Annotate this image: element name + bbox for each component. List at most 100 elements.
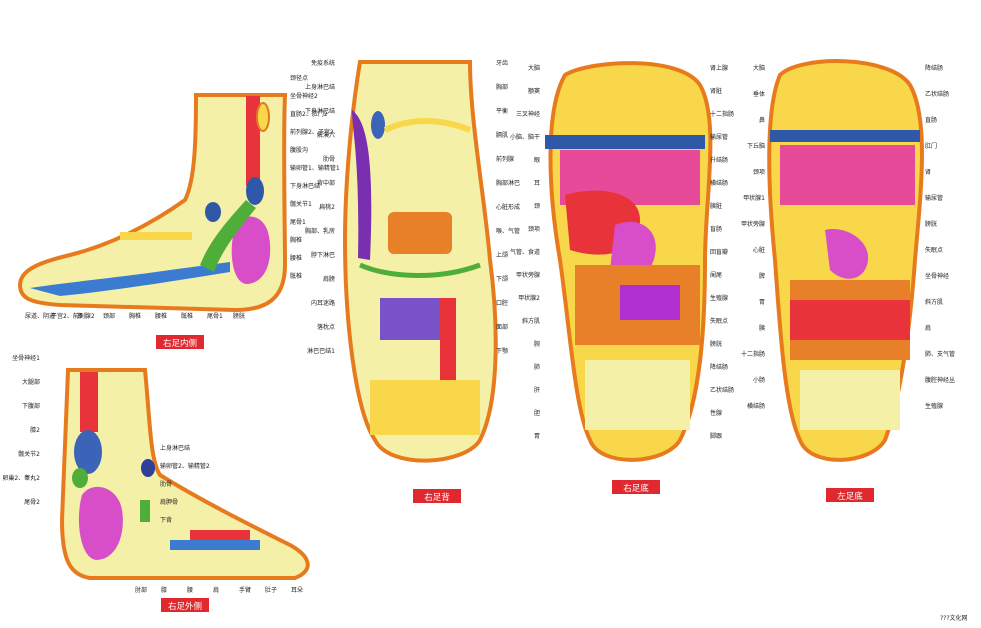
label-right_outer_labels: 肩胛骨 <box>160 498 178 506</box>
label-left_sole_labels: 甲状腺1 <box>743 194 765 202</box>
label-right_outer_labels: 下腹部 <box>22 402 40 410</box>
label-right_sole_labels: 眼 <box>534 157 540 164</box>
shoulder-band <box>770 130 920 142</box>
label-right_sole_labels: 生殖腺 <box>710 294 728 302</box>
label-right_sole_labels: 胃 <box>534 433 540 440</box>
label-right_top_labels: 心脏形成 <box>496 203 520 211</box>
label-left_sole_labels: 坐骨神经 <box>925 272 949 280</box>
label-right_outer_labels: 尾骨2 <box>24 499 40 506</box>
label-right_top_labels: 肩膀 <box>323 275 335 283</box>
heel-zone <box>800 370 900 430</box>
label-right_top_labels: 下身淋巴结 <box>305 107 335 115</box>
caption-right-outer: 右足外侧 <box>161 598 209 612</box>
label-left_sole_labels: 肺、支气管 <box>925 350 955 358</box>
label-right_sole_labels: 大脑 <box>528 64 540 72</box>
label-left_sole_labels: 生殖腺 <box>925 402 943 410</box>
label-right_outer_labels: 下背 <box>160 516 172 524</box>
right-foot-outer-diagram <box>59 368 310 580</box>
label-right_top_labels: 膈肌 <box>496 132 508 139</box>
watermark: ???文化网 <box>940 614 968 622</box>
lymph-left-zone <box>371 111 385 139</box>
label-right_inner_labels: 颈径点 <box>290 74 308 82</box>
label-right_top_labels: 内耳迷路 <box>311 299 335 307</box>
label-left_sole_labels: 心脏 <box>753 246 765 254</box>
label-right_top_labels: 脖下淋巴 <box>311 251 335 259</box>
bladder-zone <box>200 200 256 272</box>
label-left_sole_labels: 脾 <box>759 272 765 280</box>
label-right_inner_labels: 胸椎 <box>290 236 302 244</box>
label-right_inner_labels: 尾骨1 <box>290 219 306 226</box>
label-right_inner_labels: 尿道、阴道 <box>25 312 55 320</box>
svg-text:右足背: 右足背 <box>424 492 450 503</box>
label-right_sole_labels: 脚跟 <box>710 432 722 440</box>
lung-zone <box>780 145 915 205</box>
label-right_sole_labels: 盲肠 <box>710 225 722 233</box>
label-right_top_labels: 平衡 <box>496 107 508 115</box>
label-right_outer_labels: 手臂 <box>239 586 251 594</box>
label-left_sole_labels: 肛门 <box>925 142 937 150</box>
tooth-zone <box>370 380 480 435</box>
label-right_top_labels: 下颚 <box>496 348 508 355</box>
caption-left-sole: 左足底 <box>826 488 874 502</box>
ankle-band <box>383 118 472 133</box>
label-right_inner_labels: 髋关节1 <box>290 200 312 208</box>
right-foot-inner-diagram <box>17 93 288 313</box>
ovary-zone <box>78 486 123 560</box>
label-left_sole_labels: 垂体 <box>753 90 765 98</box>
label-right_sole_labels: 阑尾 <box>710 271 722 279</box>
diagram-labels: 颈径点坐骨神经2直肠2、肛门2前列腺2、子宫2腹股沟输卵管1、输精管1下身淋巴结… <box>2 59 955 594</box>
label-right_top_labels: 牙齿 <box>496 59 508 67</box>
label-left_sole_labels: 颈项 <box>753 168 765 176</box>
label-right_inner_labels: 子宫2、前列腺2 <box>51 312 95 320</box>
label-right_outer_labels: 输卵管2、输精管2 <box>160 462 210 470</box>
label-right_sole_labels: 颈项 <box>528 225 540 233</box>
rectum-zone <box>256 102 270 132</box>
label-right_outer_labels: 肘部 <box>135 586 147 594</box>
label-right_sole_labels: 肾上腺 <box>710 64 728 72</box>
label-left_sole_labels: 小肠 <box>753 376 765 384</box>
throat-zone <box>440 298 456 388</box>
label-left_sole_labels: 肾 <box>925 168 931 176</box>
colon-zone <box>790 300 910 340</box>
label-right_inner_labels: 腰椎 <box>155 312 167 320</box>
label-right_outer_labels: 坐骨神经1 <box>12 354 40 362</box>
label-right_inner_labels: 腰椎 <box>290 254 302 262</box>
label-left_sole_labels: 膀胱 <box>925 220 937 228</box>
label-right_sole_labels: 三叉神经 <box>516 110 540 118</box>
label-left_sole_labels: 大脑 <box>753 64 765 72</box>
label-right_sole_labels: 斜方肌 <box>522 317 540 325</box>
label-right_sole_labels: 颈 <box>534 202 540 210</box>
label-right_sole_labels: 横结肠 <box>710 179 728 187</box>
label-right_outer_labels: 膝2 <box>30 426 40 434</box>
label-left_sole_labels: 肩 <box>925 324 931 332</box>
label-right_sole_labels: 升结肠 <box>710 156 728 164</box>
label-left_sole_labels: 胃 <box>759 299 765 306</box>
foot-outline <box>59 368 310 580</box>
sciatic-zone <box>80 372 98 432</box>
label-right_outer_labels: 耳朵 <box>291 587 303 594</box>
label-right_top_labels: 落枕点 <box>317 323 335 331</box>
label-left_sole_labels: 腹腔神经丛 <box>925 376 955 384</box>
caption-right-top: 右足背 <box>413 489 461 503</box>
label-right_outer_labels: 肩 <box>213 586 219 594</box>
label-right_top_labels: 下颌 <box>496 275 508 283</box>
lymph-zone <box>352 110 372 260</box>
label-right_inner_labels: 直肠2、肛门2 <box>290 110 328 118</box>
label-right_top_labels: 前列腺 <box>496 155 514 163</box>
label-right_top_labels: 胸部淋巴 <box>496 179 520 187</box>
heel-zone <box>585 360 690 430</box>
caption-right-inner: 右足内侧 <box>156 335 204 349</box>
label-left_sole_labels: 下丘脑 <box>747 142 765 150</box>
label-left_sole_labels: 失眠点 <box>925 246 943 254</box>
label-right_inner_labels: 胸椎 <box>129 312 141 320</box>
label-left_sole_labels: 横结肠 <box>747 402 765 410</box>
diaphragm-band <box>359 262 481 278</box>
label-right_outer_labels: 髋关节2 <box>18 450 40 458</box>
label-right_inner_labels: 坐骨神经2 <box>290 92 318 100</box>
label-right_sole_labels: 十二指肠 <box>710 110 734 118</box>
label-right_sole_labels: 性腺 <box>710 409 722 417</box>
label-right_outer_labels: 大腿部 <box>22 378 40 386</box>
arm-zone <box>170 540 260 550</box>
label-left_sole_labels: 乙状结肠 <box>925 90 949 98</box>
